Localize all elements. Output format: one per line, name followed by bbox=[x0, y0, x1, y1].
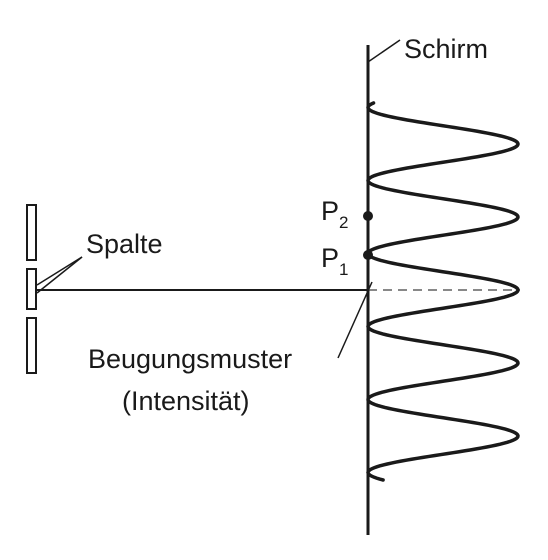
point-p2-label: P2 bbox=[321, 196, 348, 232]
pattern-leader-line bbox=[337, 281, 373, 359]
slit-barrier-middle bbox=[26, 268, 37, 310]
point-p1-marker bbox=[363, 250, 373, 260]
screen-leader-line bbox=[367, 39, 401, 63]
slit-barrier-bottom bbox=[26, 317, 37, 374]
point-p1-index: 1 bbox=[339, 260, 348, 279]
point-p2-letter: P bbox=[321, 196, 339, 226]
slit-barrier-top bbox=[26, 204, 37, 261]
point-p2-marker bbox=[363, 211, 373, 221]
point-p2-index: 2 bbox=[339, 213, 348, 232]
point-p1-label: P1 bbox=[321, 243, 348, 279]
pattern-label-line1: Beugungsmuster bbox=[88, 344, 292, 374]
slits-label: Spalte bbox=[86, 229, 163, 259]
point-p1-letter: P bbox=[321, 243, 339, 273]
slit-leader-line-lower bbox=[36, 256, 83, 294]
intensity-curve bbox=[366, 101, 520, 482]
pattern-label-line2: (Intensität) bbox=[122, 386, 250, 416]
slit-leader-line-upper bbox=[36, 256, 83, 286]
screen-label: Schirm bbox=[404, 34, 488, 64]
